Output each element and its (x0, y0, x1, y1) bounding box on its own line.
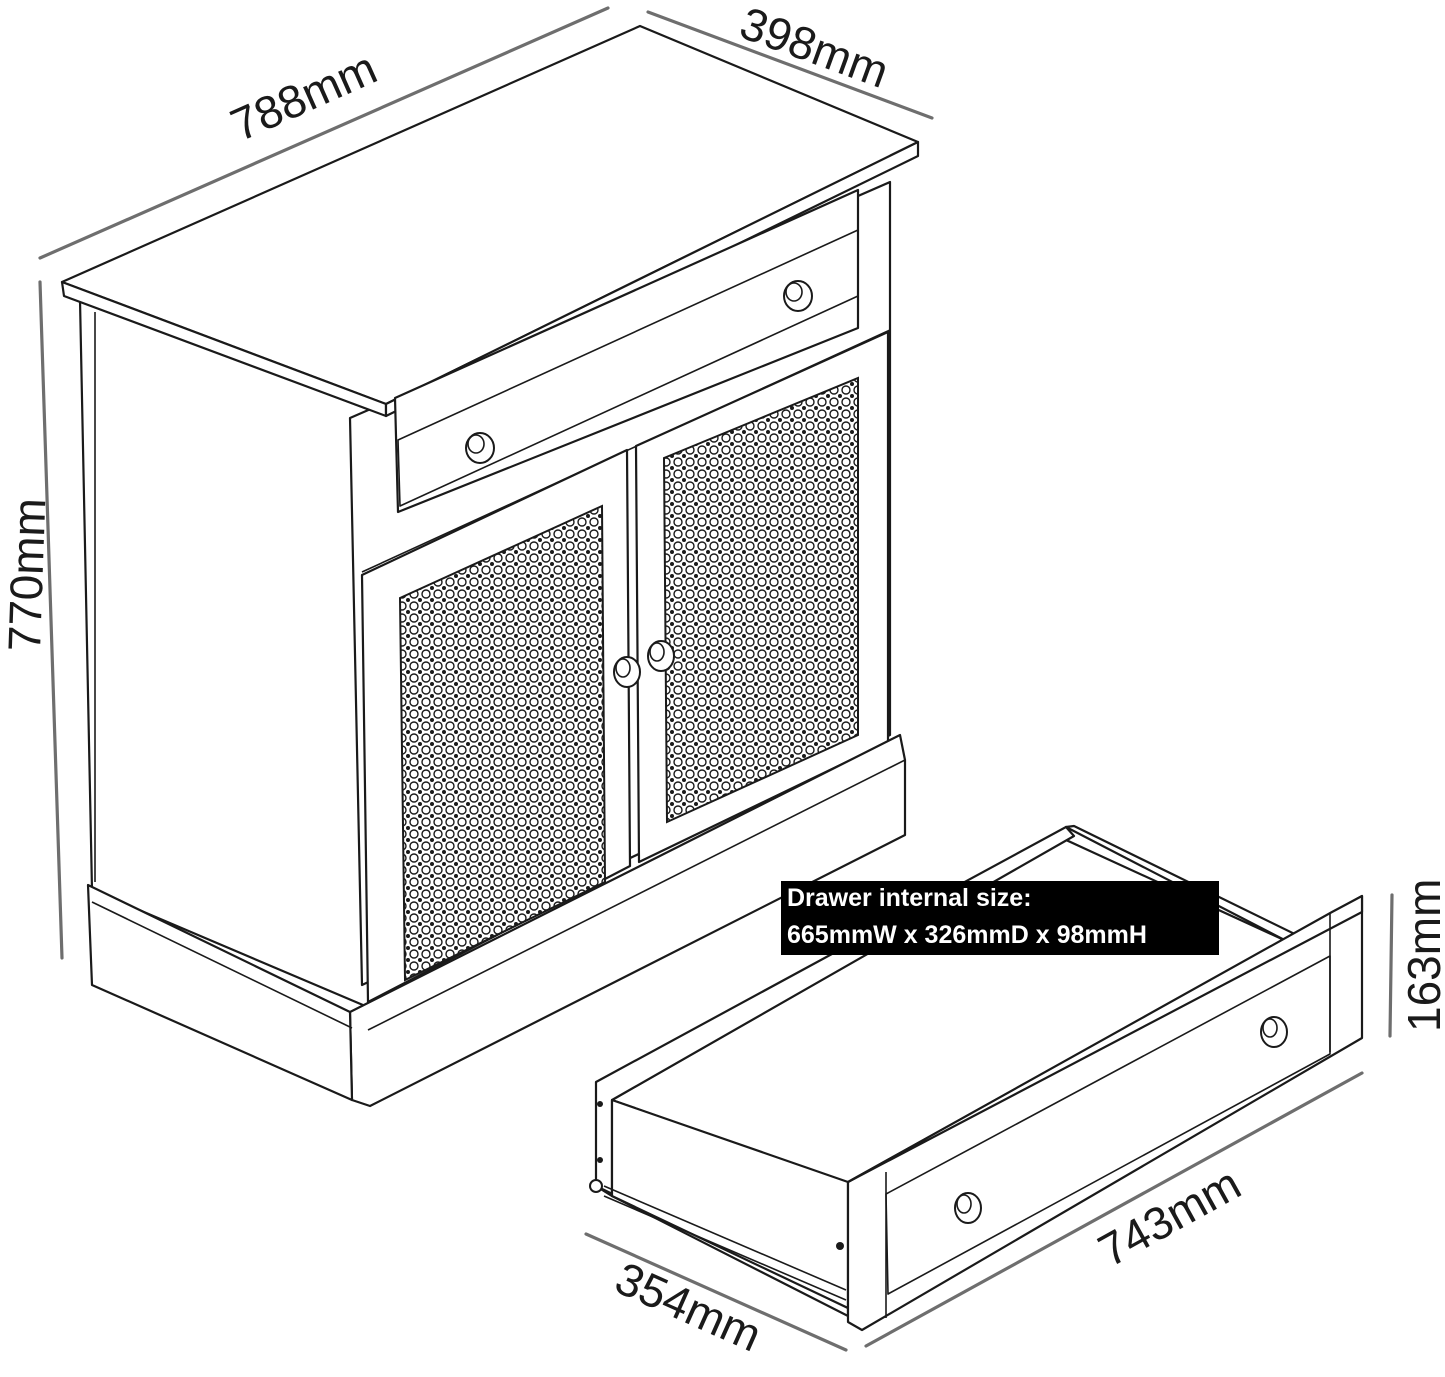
drawer-note: Drawer internal size: 665mmW x 326mmD x … (781, 881, 1219, 955)
cabinet (60, 24, 920, 1108)
width-dimension-line (38, 6, 610, 260)
cabinet-drawer-knob-left (465, 432, 495, 464)
drawer-width-dimension-line (864, 1071, 1364, 1348)
dimension-lines (38, 6, 1394, 1352)
width-label: 788mm (223, 41, 384, 151)
cabinet-right-door-cane-panel (662, 376, 859, 824)
drawer-depth-label: 354mm (608, 1252, 769, 1362)
drawer-height-label: 163mm (1398, 879, 1445, 1032)
cabinet-door-knob-right (647, 640, 675, 672)
cabinet-plinth-side (86, 883, 354, 1102)
cabinet-drawer-knob-right (783, 280, 813, 312)
depth-dimension-line (646, 10, 934, 120)
drawer-note-line1: Drawer internal size: (787, 884, 1032, 912)
height-dimension-line (38, 280, 64, 960)
drawer-height-dimension-line (1388, 893, 1394, 1038)
drawer-note-line2: 665mmW x 326mmD x 98mmH (787, 921, 1147, 949)
cabinet-left-door-cane-panel (398, 504, 607, 982)
drawer-depth-dimension-line (584, 1232, 848, 1352)
cabinet-drawer-front (393, 188, 860, 514)
height-label: 770mm (0, 497, 55, 652)
cabinet-door-knob-left (613, 656, 641, 688)
drawer-knob-right (1260, 1016, 1288, 1048)
drawer-note-box (781, 881, 1219, 955)
drawer-knob-left (954, 1192, 982, 1224)
